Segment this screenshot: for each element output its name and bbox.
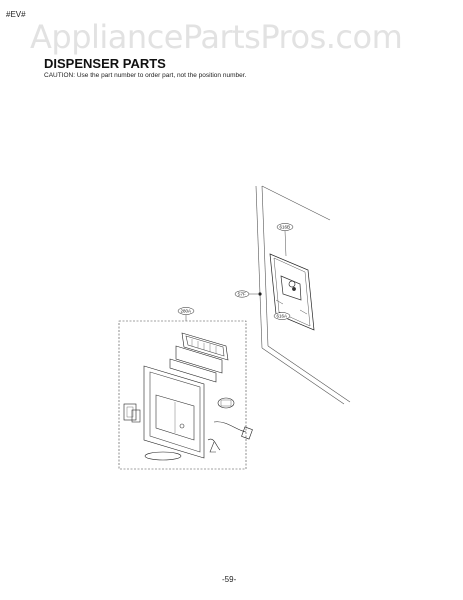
screw-icon — [258, 292, 262, 296]
wire-harness — [207, 421, 253, 453]
watermark: AppliancePartsPros.com — [30, 18, 403, 56]
dispenser-cover — [269, 253, 315, 331]
drip-tray — [144, 451, 182, 461]
page-code: #EV# — [6, 10, 26, 19]
callout-616b-label: 616B — [280, 225, 291, 230]
dispenser-parts — [123, 332, 253, 461]
dispenser-housing — [143, 365, 205, 459]
control-panel — [181, 332, 229, 361]
door-outline — [255, 185, 351, 405]
callout-616a-label: 616A — [277, 314, 288, 319]
callout-616a: 616A — [273, 312, 291, 320]
page-title: DISPENSER PARTS — [44, 56, 166, 71]
callout-s7f: S7F — [234, 290, 262, 298]
callout-s7f-label: S7F — [238, 292, 247, 297]
dispenser-assembly-box: 280A — [118, 307, 247, 470]
switch-part-2 — [131, 409, 141, 423]
lever — [217, 397, 235, 409]
page-number: -59- — [222, 575, 237, 584]
switch-part — [123, 403, 137, 421]
trim-strip — [169, 358, 217, 383]
callout-280a-label: 280A — [181, 309, 192, 314]
caution-note: CAUTION: Use the part number to order pa… — [44, 72, 247, 79]
callout-616b: 616B — [276, 223, 294, 257]
panel-frame — [175, 345, 223, 374]
